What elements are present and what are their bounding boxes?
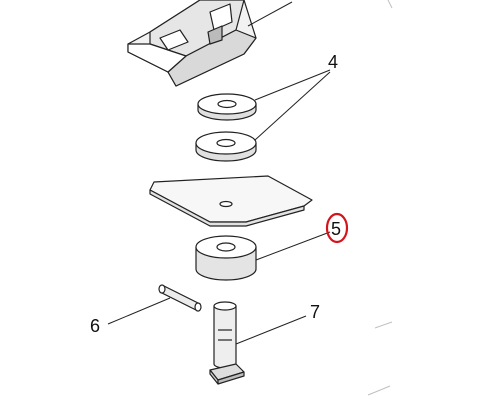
- leader-line-6: [107, 297, 171, 325]
- callout-7: 7: [310, 302, 320, 322]
- leader-line-7: [235, 315, 307, 345]
- blade-plate[interactable]: [149, 175, 313, 227]
- washer-lower[interactable]: [195, 131, 257, 162]
- washer-upper[interactable]: [197, 93, 257, 121]
- leader-lines-4: [254, 69, 331, 141]
- callout-6: 6: [90, 316, 100, 336]
- blade-holder-part[interactable]: [127, 0, 257, 87]
- spacer-bushing[interactable]: [195, 235, 257, 281]
- background-guides: [367, 0, 393, 396]
- leader-line-top: [247, 1, 293, 27]
- bolt-part[interactable]: [209, 301, 245, 385]
- leader-line-5: [255, 231, 331, 261]
- callout-5: 5: [331, 219, 341, 239]
- callout-5-highlight-circle: [325, 212, 349, 244]
- pin-part[interactable]: [158, 284, 202, 312]
- callout-4: 4: [328, 52, 338, 72]
